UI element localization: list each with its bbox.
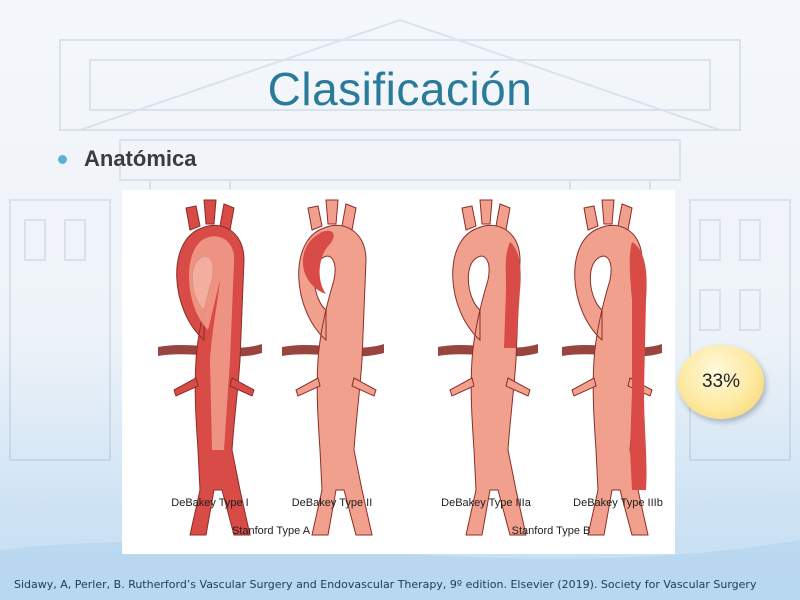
label-debakey-type-1: DeBakey Type I: [171, 497, 249, 509]
label-stanford-type-a: Stanford Type A: [231, 525, 311, 537]
aorta-type-2: [295, 199, 377, 536]
aortic-dissection-classification-figure: DeBakey Type I DeBakey Type II DeBakey T…: [122, 190, 675, 554]
aorta-type-1: [173, 199, 255, 536]
slide-title: Clasificación: [267, 63, 533, 115]
percentage-badge: 33%: [678, 345, 764, 419]
aorta-diagrams: [158, 199, 662, 536]
bullet-text: Anatómica: [84, 146, 197, 171]
aorta-type-3a: [449, 199, 531, 536]
label-debakey-type-3a: DeBakey Type IIIa: [441, 497, 531, 509]
aorta-type-3b: [571, 199, 653, 536]
bullet-dot-icon: [58, 154, 67, 164]
label-stanford-type-b: Stanford Type B: [511, 525, 591, 537]
bullet-item: Anatómica: [58, 146, 196, 172]
citation-footer: Sidawy, A, Perler, B. Rutherford’s Vascu…: [14, 578, 757, 591]
label-debakey-type-3b: DeBakey Type IIIb: [573, 497, 663, 509]
label-debakey-type-2: DeBakey Type II: [291, 497, 373, 509]
